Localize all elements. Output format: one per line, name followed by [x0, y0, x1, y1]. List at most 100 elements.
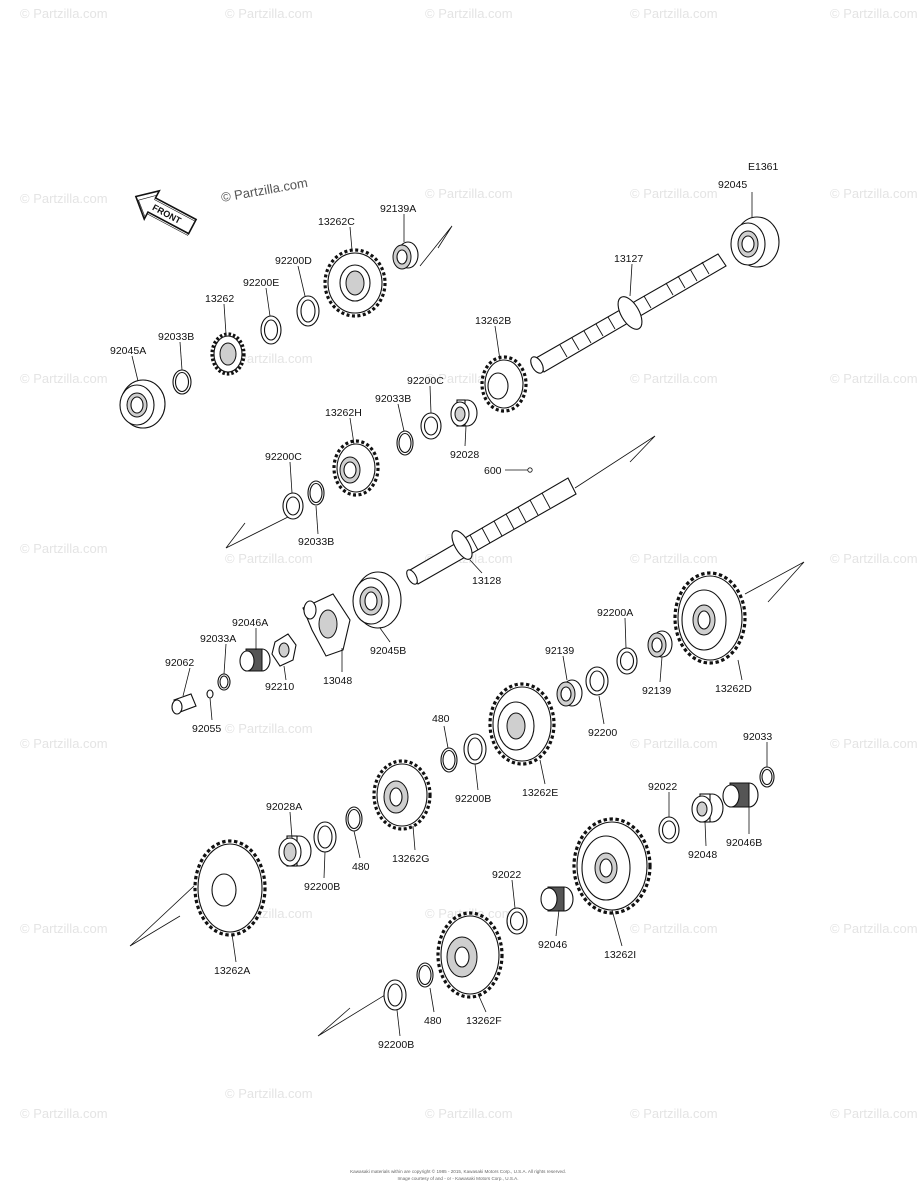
- part-label: 92045B: [370, 645, 406, 657]
- part-label: 13262I: [604, 949, 636, 961]
- watermark: © Partzilla.com: [830, 371, 917, 386]
- watermark: © Partzilla.com: [830, 921, 917, 936]
- circlip-92033b-2: [396, 430, 414, 456]
- cam-13048: [302, 593, 351, 657]
- part-label: 92200C: [265, 451, 302, 463]
- part-label: 92046: [538, 939, 567, 951]
- watermark: © Partzilla.com: [425, 1106, 513, 1121]
- watermark: © Partzilla.com: [630, 921, 718, 936]
- gear-13262c: [323, 248, 387, 318]
- part-label: 13048: [323, 675, 352, 687]
- part-label: 92033: [743, 731, 772, 743]
- nut-92210: [271, 633, 297, 667]
- washer-92200d: [296, 295, 320, 327]
- washer-92200c-2: [282, 492, 304, 520]
- part-label: 92139: [545, 645, 574, 657]
- gear-13262a: [193, 839, 267, 937]
- washer-92022-2: [506, 907, 528, 935]
- watermark: © Partzilla.com: [225, 351, 313, 366]
- gear-13262g: [372, 759, 432, 831]
- part-label: 13262B: [475, 315, 511, 327]
- needle-bearing-92046b: [722, 782, 759, 808]
- part-label: 13128: [472, 575, 501, 587]
- part-label: 92022: [492, 869, 521, 881]
- needle-bearing-92046a: [239, 648, 271, 672]
- part-label: 92200C: [407, 375, 444, 387]
- bushing-92028: [450, 399, 478, 427]
- watermark-grid: © Partzilla.com © Partzilla.com © Partzi…: [20, 6, 917, 1121]
- gear-13262: [210, 332, 246, 376]
- part-label: 92048: [688, 849, 717, 861]
- watermark: © Partzilla.com: [20, 541, 108, 556]
- washer-92200a: [616, 647, 638, 675]
- watermark: © Partzilla.com: [630, 736, 718, 751]
- part-label: 13262E: [522, 787, 558, 799]
- needle-bearing-92139a: [392, 241, 419, 270]
- part-label: 92200B: [378, 1039, 414, 1051]
- circlip-480-3: [416, 962, 434, 988]
- gear-13262h: [332, 439, 380, 497]
- part-label: 480: [432, 713, 450, 725]
- washer-92200e: [260, 315, 282, 345]
- front-arrow-icon: FRONT: [134, 189, 198, 236]
- circlip-480: [440, 747, 458, 773]
- part-label: 92055: [192, 723, 221, 735]
- part-label: 13127: [614, 253, 643, 265]
- part-label: 92046A: [232, 617, 268, 629]
- part-label: 13262C: [318, 216, 355, 228]
- copyright-line-2: Image courtesy of and - or - Kawasaki Mo…: [397, 1176, 518, 1181]
- watermark: © Partzilla.com: [425, 6, 513, 21]
- watermark: © Partzilla.com: [225, 1086, 313, 1101]
- washer-92200b: [463, 733, 487, 765]
- part-label: 92033B: [375, 393, 411, 405]
- circlip-92033: [759, 766, 775, 788]
- watermark: © Partzilla.com: [830, 551, 917, 566]
- watermark: © Partzilla.com: [20, 736, 108, 751]
- watermark: © Partzilla.com: [830, 1106, 917, 1121]
- part-label: 92045A: [110, 345, 146, 357]
- bushing-92028a: [278, 835, 312, 867]
- needle-bearing-92139-2: [556, 679, 583, 707]
- copyright-line-1: Kawasaki materials within are copyright …: [350, 1168, 566, 1174]
- washer-92200c: [420, 412, 442, 440]
- watermark: © Partzilla.com: [630, 186, 718, 201]
- watermark: © Partzilla.com: [630, 551, 718, 566]
- gear-13262e: [488, 682, 556, 766]
- part-label: 92028A: [266, 801, 302, 813]
- watermark: © Partzilla.com: [425, 906, 513, 921]
- watermark: © Partzilla.com: [20, 191, 108, 206]
- watermark: © Partzilla.com: [630, 371, 718, 386]
- part-label: 92200B: [304, 881, 340, 893]
- washer-92200b-2: [313, 821, 337, 853]
- watermark: © Partzilla.com: [20, 1106, 108, 1121]
- bearing-92045: [730, 216, 780, 268]
- part-label: 92210: [265, 681, 294, 693]
- washer-92200b-3: [383, 979, 407, 1011]
- watermark-dark: © Partzilla.com: [220, 175, 309, 205]
- watermark: © Partzilla.com: [20, 6, 108, 21]
- part-label: 92033B: [158, 331, 194, 343]
- part-label: 13262A: [214, 965, 250, 977]
- washer-92055: [206, 689, 214, 699]
- part-label: 92033B: [298, 536, 334, 548]
- watermark: © Partzilla.com: [830, 186, 917, 201]
- watermark: © Partzilla.com: [225, 6, 313, 21]
- part-label: 92200: [588, 727, 617, 739]
- part-label: 92200E: [243, 277, 279, 289]
- watermark: © Partzilla.com: [225, 551, 313, 566]
- part-label: 600: [484, 465, 502, 477]
- part-label: 92022: [648, 781, 677, 793]
- bushing-92048: [691, 793, 724, 823]
- leader-lines: [131, 192, 768, 1037]
- watermark: © Partzilla.com: [630, 6, 718, 21]
- part-label: 13262H: [325, 407, 362, 419]
- part-label: 480: [424, 1015, 442, 1027]
- watermark: © Partzilla.com: [20, 921, 108, 936]
- shaft-13127: [530, 253, 727, 374]
- watermark: © Partzilla.com: [20, 371, 108, 386]
- part-label: 92046B: [726, 837, 762, 849]
- part-label: 92200B: [455, 793, 491, 805]
- gear-13262f: [436, 911, 504, 999]
- gear-13262i: [572, 817, 652, 915]
